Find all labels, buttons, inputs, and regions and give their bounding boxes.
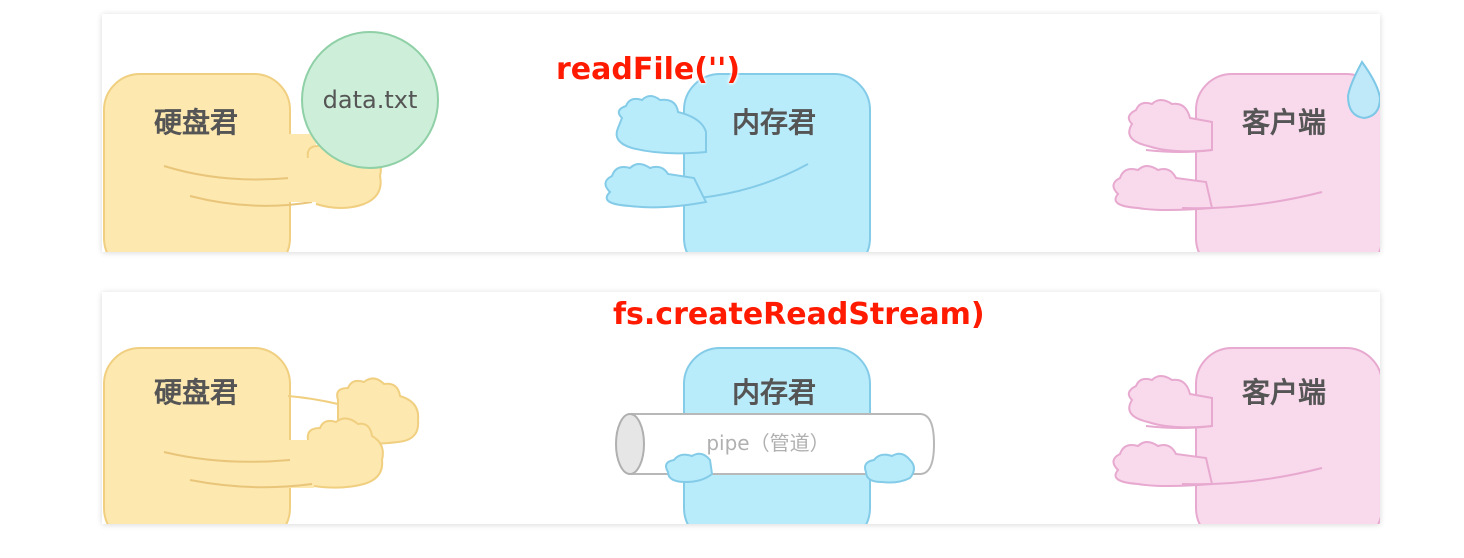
client-paw-lower <box>1112 441 1214 487</box>
memory-label: 内存君 <box>732 376 816 409</box>
hard-disk-character <box>103 73 382 252</box>
file-data-txt: data.txt <box>301 31 439 169</box>
memory-paw-right <box>864 452 915 484</box>
readfile-scene: data.txt 硬盘君 内存君 客户端 <box>103 31 1380 252</box>
client-body <box>1195 73 1380 252</box>
pipe-opening <box>615 413 645 475</box>
hard-disk-body <box>103 347 291 524</box>
hard-disk-label: 硬盘君 <box>154 376 238 409</box>
memory-paw-upper <box>615 95 707 155</box>
hard-disk-label: 硬盘君 <box>154 106 238 139</box>
client-body <box>1195 347 1380 524</box>
client-paw-upper <box>1127 99 1213 153</box>
memory-character <box>604 73 871 252</box>
stream-caption: fs.createReadStream) <box>613 297 985 332</box>
readfile-panel: data.txt 硬盘君 内存君 客户端 <box>102 14 1380 252</box>
stream-scene: 硬盘君 内存君 pipe（管道） 客户端 <box>103 347 1380 524</box>
client-character <box>1112 347 1380 524</box>
client-paw-upper <box>1127 375 1213 429</box>
client-label: 客户端 <box>1242 106 1326 139</box>
memory-body <box>683 73 871 252</box>
client-paw-lower <box>1112 165 1214 211</box>
hard-disk-paw-lower <box>306 417 384 489</box>
file-circle <box>301 31 439 169</box>
file-label: data.txt <box>323 86 418 114</box>
hard-disk-body <box>103 73 291 252</box>
memory-paw-lower <box>604 163 708 209</box>
client-character <box>1112 73 1380 252</box>
memory-paw-left <box>665 452 714 484</box>
sweat-drop-icon <box>1346 60 1380 120</box>
hard-disk-character <box>103 347 420 524</box>
readfile-caption: readFile('') <box>556 52 741 87</box>
stream-panel: 硬盘君 内存君 pipe（管道） 客户端 <box>102 292 1380 524</box>
client-label: 客户端 <box>1242 376 1326 409</box>
memory-label: 内存君 <box>732 106 816 139</box>
pipe-label: pipe（管道） <box>706 431 829 455</box>
